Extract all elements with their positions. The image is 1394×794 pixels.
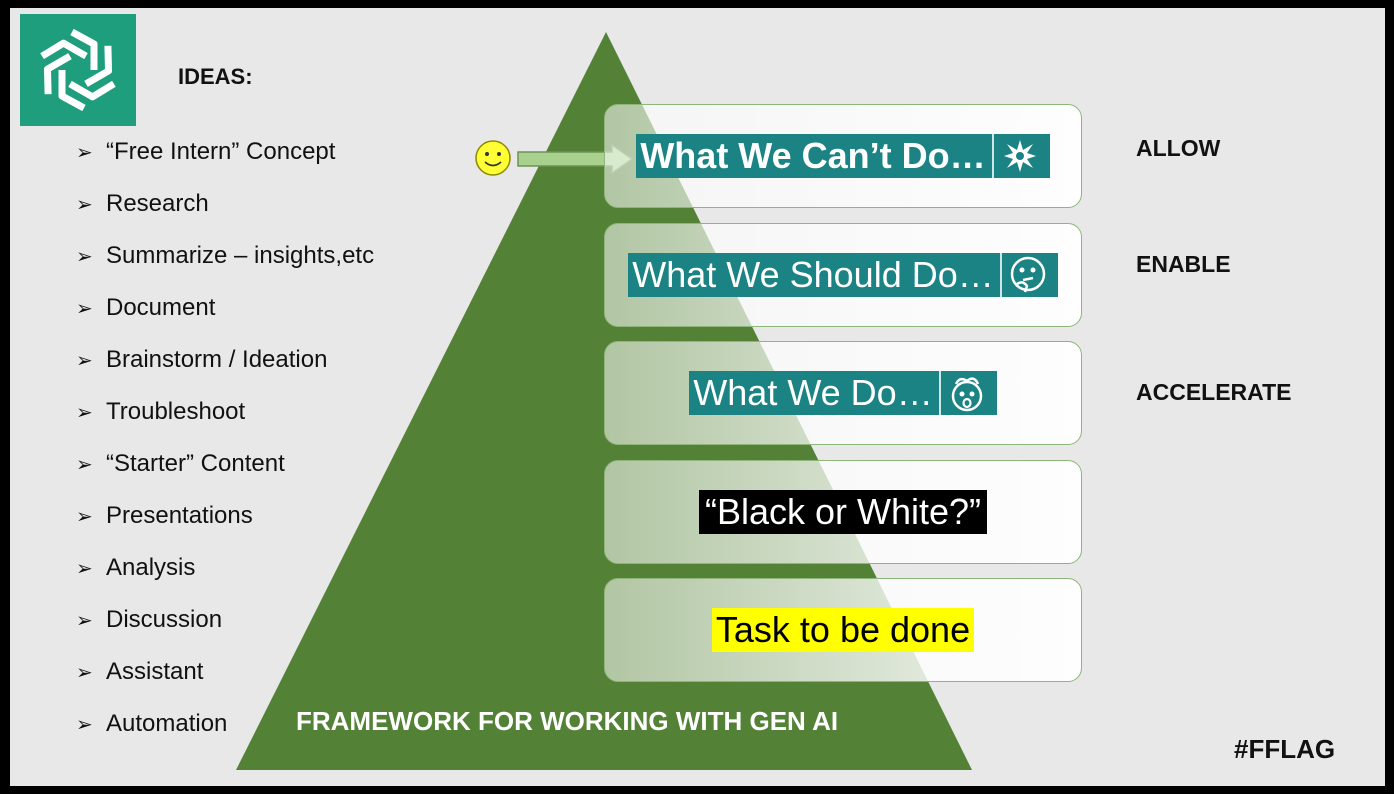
- level-label: What We Should Do…: [632, 254, 994, 295]
- arrow-bullet-icon: ➢: [76, 350, 93, 372]
- list-item: ➢“Free Intern” Concept: [76, 138, 336, 165]
- level-task-to-be-done: Task to be done: [604, 578, 1082, 682]
- list-item: ➢“Starter” Content: [76, 450, 285, 477]
- level-what-we-do: What We Do…: [604, 341, 1082, 445]
- list-item: ➢Assistant: [76, 658, 204, 685]
- arrow-bullet-icon: ➢: [76, 454, 93, 476]
- arrow-bullet-icon: ➢: [76, 402, 93, 424]
- arrow-bullet-icon: ➢: [76, 298, 93, 320]
- level-black-or-white: “Black or White?”: [604, 460, 1082, 564]
- level-label-highlight: What We Can’t Do…: [636, 134, 1050, 178]
- arrow-bullet-icon: ➢: [76, 714, 93, 736]
- arrow-bullet-icon: ➢: [76, 558, 93, 580]
- arrow-bullet-icon: ➢: [76, 246, 93, 268]
- level-label-highlight: What We Do…: [689, 371, 997, 415]
- action-label-enable: ENABLE: [1136, 251, 1231, 277]
- list-item: ➢Discussion: [76, 606, 223, 633]
- pyramid-caption: FRAMEWORK FOR WORKING WITH GEN AI: [296, 706, 839, 736]
- level-what-we-cant-do: What We Can’t Do…: [604, 104, 1082, 208]
- explosion-icon: [991, 134, 1046, 178]
- openai-logo-icon: [20, 14, 136, 126]
- list-item: ➢Presentations: [76, 502, 253, 529]
- level-label: What We Do…: [693, 372, 933, 413]
- arrow-bullet-icon: ➢: [76, 662, 93, 684]
- list-item: ➢Automation: [76, 710, 228, 737]
- arrow-bullet-icon: ➢: [76, 142, 93, 164]
- smiley-face-icon: [475, 140, 511, 176]
- ideas-list: ➢“Free Intern” Concept ➢Research ➢Summar…: [76, 138, 374, 762]
- list-item: ➢Troubleshoot: [76, 398, 246, 425]
- level-label-highlight: What We Should Do…: [628, 253, 1058, 297]
- list-item: ➢Brainstorm / Ideation: [76, 346, 328, 373]
- list-item: ➢Analysis: [76, 554, 196, 581]
- arrow-bullet-icon: ➢: [76, 194, 93, 216]
- list-item: ➢Document: [76, 294, 216, 321]
- mind-blown-icon: [938, 371, 993, 415]
- arrow-bullet-icon: ➢: [76, 610, 93, 632]
- slide: IDEAS: ➢“Free Intern” Concept ➢Research …: [10, 8, 1385, 786]
- level-label: What We Can’t Do…: [640, 135, 986, 176]
- level-what-we-should-do: What We Should Do…: [604, 223, 1082, 327]
- list-item: ➢Research: [76, 190, 209, 217]
- list-item: ➢Summarize – insights,etc: [76, 242, 375, 269]
- level-label: “Black or White?”: [698, 490, 988, 534]
- level-label: Task to be done: [711, 608, 975, 652]
- thinking-face-icon: [999, 253, 1054, 297]
- arrow-bullet-icon: ➢: [76, 506, 93, 528]
- action-label-accelerate: ACCELERATE: [1136, 379, 1292, 405]
- hashtag: #FFLAG: [1234, 734, 1336, 764]
- action-label-allow: ALLOW: [1136, 135, 1221, 161]
- ideas-title: IDEAS:: [178, 64, 253, 89]
